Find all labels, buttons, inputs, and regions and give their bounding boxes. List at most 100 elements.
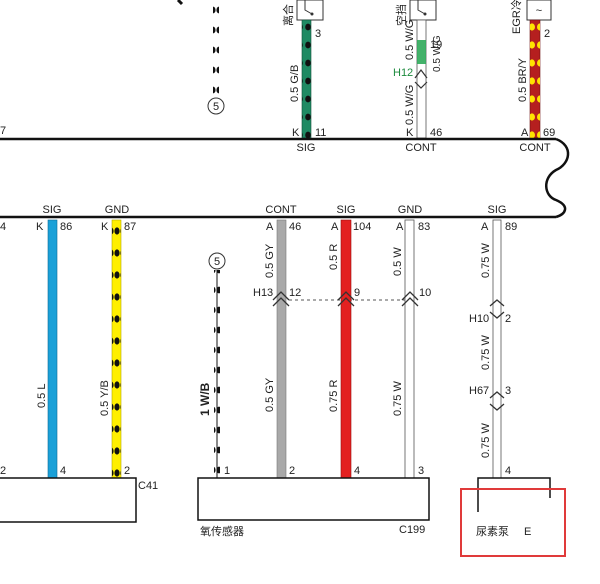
- spec-bottom-3: 0.5 GY: [264, 243, 276, 278]
- end-pin-bottom-1: 4: [60, 465, 66, 477]
- conn-bottom-1: K: [36, 221, 44, 233]
- c41-pin: 2: [0, 465, 6, 477]
- spec-bottom-5: 0.5 W: [392, 247, 404, 276]
- edge-mark-bottom: 4: [0, 221, 6, 233]
- spec2-bottom-5: 0.75 W: [392, 381, 404, 416]
- pin-bottom-2: 87: [124, 221, 136, 233]
- signal-bottom-6: SIG: [488, 204, 507, 216]
- end-pin-bottom-5: 3: [418, 465, 424, 477]
- spec-top-1: 0.5 G/B: [289, 65, 301, 102]
- egr-cooler-partial: ~ EGR冷: [510, 0, 552, 34]
- spec-bottom-4: 0.5 R: [328, 244, 340, 270]
- ground-wire-top: 5: [207, 0, 225, 115]
- connector2-pin-bottom-6: 3: [505, 385, 511, 397]
- wire-bottom-gray: CONT A 46 0.5 GY H13 12 0.5 GY 2: [253, 204, 301, 479]
- spec-bottom-6: 0.75 W: [480, 243, 492, 278]
- signal-top-1: SIG: [297, 142, 316, 154]
- spec3-bottom-6: 0.75 W: [480, 423, 492, 458]
- end-pin-bottom-4: 4: [354, 465, 360, 477]
- pin-top-2b: 46: [430, 127, 442, 139]
- connector-chevron-h10: [489, 299, 505, 319]
- end-pin-bottom-2: 2: [124, 465, 130, 477]
- conn-bottom-2: K: [101, 221, 109, 233]
- pin-top-3b: 69: [543, 127, 555, 139]
- connector-pin-bottom-3: 12: [289, 287, 301, 299]
- connector2-bottom-6: H67: [469, 385, 489, 397]
- wire-bottom-red: SIG A 104 0.5 R 9 0.75 R 4: [328, 204, 371, 479]
- connector-bottom-6: H10: [469, 313, 489, 325]
- ground-wire-bottom: 5 1 W/B 1: [198, 252, 230, 478]
- spec2-bottom-6: 0.75 W: [480, 335, 492, 370]
- ecu-body-outline: 7 4: [0, 125, 570, 233]
- signal-bottom-1: SIG: [43, 204, 62, 216]
- spec2-top-2: 0.5 W/G: [404, 85, 416, 125]
- neutral-switch-partial: 空挡: [394, 0, 437, 26]
- pin-top-2: 19: [430, 39, 442, 51]
- wire-bottom-blue: SIG K 86 0.5 L 4: [36, 204, 72, 479]
- signal-bottom-4: SIG: [337, 204, 356, 216]
- urea-pump-connector: 尿素泵 E: [476, 477, 551, 538]
- ground-ref-bottom: 5: [214, 256, 220, 268]
- clutch-label: 离合: [281, 4, 295, 26]
- ground-wire-pin: 1: [224, 465, 230, 477]
- wire-top-white: 19 0.5 W/G 0.5 W/G H12 0.5 W/G K 46 CONT: [393, 19, 443, 154]
- spec-top-3: 0.5 BR/Y: [517, 57, 529, 102]
- o2-sensor-code: C199: [399, 524, 425, 536]
- pin-bottom-4: 104: [353, 221, 371, 233]
- connector-pin-bottom-5: 10: [419, 287, 431, 299]
- pin-top-1b: 11: [315, 127, 326, 139]
- connector-c41: C41 2: [0, 465, 158, 523]
- pin-bottom-1: 86: [60, 221, 72, 233]
- wire-stub: [176, 0, 184, 6]
- conn-top-1: K: [292, 127, 300, 139]
- ground-ref-circle: [207, 97, 225, 115]
- o2-sensor-connector: 氧传感器 C199: [197, 477, 430, 538]
- conn-bottom-4: A: [331, 221, 339, 233]
- signal-bottom-2: GND: [105, 204, 130, 216]
- signal-top-3: CONT: [519, 142, 550, 154]
- connector-chevron-h67: [489, 391, 505, 411]
- connector-bottom-3: H13: [253, 287, 273, 299]
- conn-bottom-5: A: [396, 221, 404, 233]
- edge-mark-top: 7: [0, 125, 6, 137]
- pin-bottom-6: 89: [505, 221, 517, 233]
- wire-bottom-urea: SIG A 89 0.75 W H10 2 0.75 W H67 3 0.75 …: [469, 204, 517, 479]
- connector-pin-bottom-6: 2: [505, 313, 511, 325]
- spec2-bottom-3: 0.5 GY: [264, 377, 276, 412]
- spec2-bottom-4: 0.75 R: [328, 380, 340, 412]
- signal-bottom-5: GND: [398, 204, 423, 216]
- ground-wire-spec: 1 W/B: [198, 382, 212, 416]
- conn-top-3: A: [521, 127, 529, 139]
- spec-bottom-2: 0.5 Y/B: [99, 380, 111, 416]
- wire-bottom-white: GND A 83 0.5 W 10 0.75 W 3: [392, 204, 431, 479]
- connector-chevron-white: [401, 291, 419, 307]
- end-pin-bottom-3: 2: [289, 465, 295, 477]
- connector-chevron-red: [337, 291, 355, 307]
- wire-top-brown: 2 0.5 BR/Y A 69 CONT: [517, 19, 555, 154]
- ground-ref-label: 5: [213, 101, 219, 113]
- conn-bottom-3: A: [266, 221, 274, 233]
- o2-sensor-name: 氧传感器: [200, 524, 244, 538]
- urea-pump-name: 尿素泵: [476, 525, 509, 538]
- spec-top-2-side: 0.5 W/G: [432, 35, 443, 72]
- signal-top-2: CONT: [405, 142, 436, 154]
- connector-pin-bottom-4: 9: [354, 287, 360, 299]
- pin-bottom-5: 83: [418, 221, 430, 233]
- signal-bottom-3: CONT: [265, 204, 296, 216]
- urea-pump-code: E: [524, 526, 531, 538]
- neutral-label: 空挡: [394, 4, 408, 26]
- connector-chevron-gray: [272, 291, 290, 307]
- conn-bottom-6: A: [481, 221, 489, 233]
- connector-top-2: H12: [393, 67, 413, 79]
- egr-label: EGR冷: [510, 0, 523, 34]
- end-pin-bottom-6: 4: [505, 465, 511, 477]
- c41-code: C41: [138, 480, 158, 492]
- spec-bottom-1: 0.5 L: [36, 384, 48, 408]
- connector-chevron: [414, 69, 428, 89]
- spec-top-2: 0.5 W/G: [404, 20, 416, 60]
- conn-top-2: K: [406, 127, 414, 139]
- pin-bottom-3: 46: [289, 221, 301, 233]
- pin-top-3: 2: [544, 28, 550, 40]
- wire-bottom-yellow: GND K 87 0.5 Y/B 2: [99, 204, 136, 479]
